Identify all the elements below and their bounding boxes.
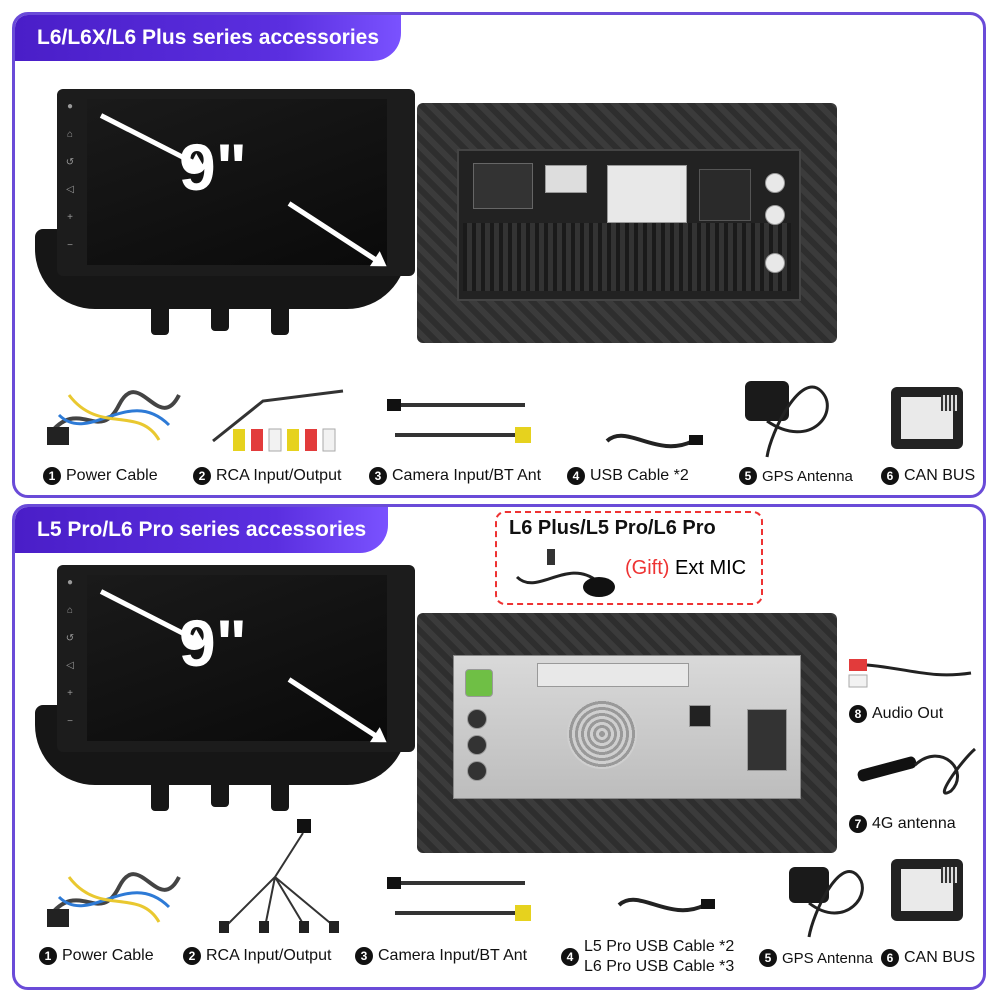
camera-cable-icon (375, 385, 555, 455)
4g-antenna-icon (851, 741, 981, 803)
gps-antenna-icon (731, 371, 841, 463)
mic-icon (507, 547, 617, 603)
panel-title: L6/L6X/L6 Plus series accessories (15, 15, 402, 61)
gift-tag: (Gift) (625, 557, 670, 579)
panel-title: L5 Pro/L6 Pro series accessories (15, 507, 389, 553)
panel-l5-pro-series: L5 Pro/L6 Pro series accessories L6 Plus… (12, 504, 986, 990)
gift-text: (Gift) Ext MIC (625, 557, 746, 580)
usb-label-line1: L5 Pro USB Cable *2 (584, 938, 735, 955)
panel-l6-series: L6/L6X/L6 Plus series accessories ●⌂↺◁+−… (12, 12, 986, 498)
canbus-box-icon (891, 859, 963, 921)
side-buttons: ●⌂↺◁+− (65, 577, 75, 727)
head-unit-back (417, 103, 837, 343)
gift-title: L6 Plus/L5 Pro/L6 Pro (509, 517, 716, 539)
screen-size-label: 9" (179, 606, 247, 680)
screen-size-label: 9" (179, 130, 247, 204)
canbus-box-icon (891, 387, 963, 449)
head-unit-back (417, 613, 837, 853)
power-cable-icon (39, 851, 189, 937)
usb-label-line2: L6 Pro USB Cable *3 (584, 958, 735, 975)
usb-cable-icon (597, 419, 707, 463)
screen-bezel: ●⌂↺◁+− 9" (57, 565, 415, 752)
head-unit-front: ●⌂↺◁+− 9" (35, 565, 415, 825)
rca-cable-icon (203, 381, 363, 459)
gift-item: Ext MIC (675, 557, 747, 579)
gps-antenna-icon (775, 857, 875, 941)
gift-box: L6 Plus/L5 Pro/L6 Pro (Gift) Ext MIC (495, 511, 763, 605)
usb-cable-icon (609, 883, 719, 927)
power-cable-icon (39, 375, 189, 455)
audio-out-cable-icon (841, 649, 981, 697)
accessory-label-4: 4 L5 Pro USB Cable *2 L6 Pro USB Cable *… (561, 937, 734, 977)
screen-bezel: ●⌂↺◁+− 9" (57, 89, 415, 276)
camera-cable-icon (375, 863, 555, 933)
side-buttons: ●⌂↺◁+− (65, 101, 75, 251)
rca-cable-icon (205, 817, 355, 937)
head-unit-front: ●⌂↺◁+− 9" (35, 89, 415, 349)
